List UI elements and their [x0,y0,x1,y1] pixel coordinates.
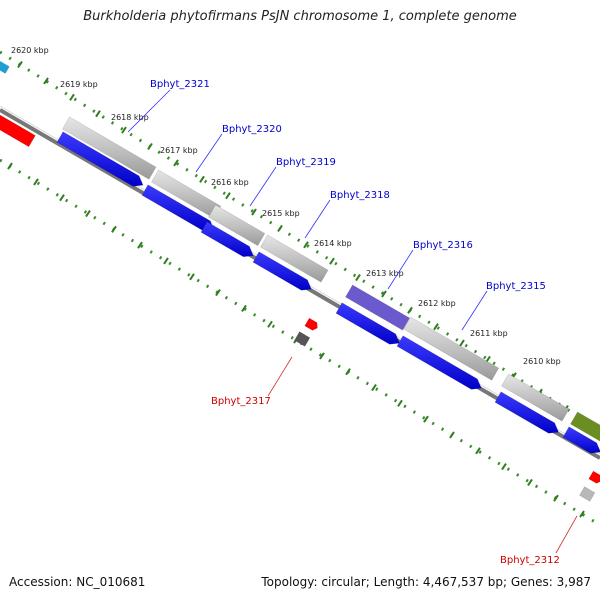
gene-label-bphyt-2321[interactable]: Bphyt_2321 [150,79,210,90]
purple-gene-segment [345,284,411,331]
label-leader [387,249,414,290]
red-feature-marker [588,470,600,484]
gray-gene-segment [62,116,157,180]
tick-dash-lower [189,273,195,281]
tick-dash-lower [345,368,351,376]
tick-dash-upper [17,61,23,69]
tick-dash-upper [329,257,335,265]
red-gene-segment [0,114,36,148]
tick-dash-lower [501,463,507,471]
forward-gene-arrow [252,251,312,291]
tick-dash-upper [69,93,75,101]
forward-gene-arrow [562,426,600,454]
cyan-gene-segment [0,60,10,74]
kbp-label: 2615 kbp [262,209,300,218]
tick-dash-upper [251,208,257,216]
tick-dash-upper [433,323,439,331]
kbp-label: 2618 kbp [111,113,149,122]
forward-gene-arrow [200,221,254,258]
tick-dash-upper [459,339,465,347]
kbp-label: 2610 kbp [523,357,561,366]
tick-dash-lower [371,383,377,392]
tick-dash-upper [121,126,127,134]
tick-dash-upper [303,241,309,249]
gene-label-bphyt-2317[interactable]: Bphyt_2317 [211,396,271,407]
gene-label-bphyt-2320[interactable]: Bphyt_2320 [222,124,282,135]
forward-gene-arrow [396,335,482,390]
label-leader [267,356,293,397]
tick-dash-lower [163,257,169,265]
label-leader [304,199,331,239]
forward-gene-arrow [494,391,559,434]
tick-dash-upper [407,306,413,314]
dark-feature-marker [294,331,311,347]
forward-gene-arrow [335,302,400,345]
tick-dash-upper [225,192,231,200]
tick-dash-lower [241,304,247,312]
tick-dash-upper [355,273,361,282]
tick-dash-lower [475,447,481,455]
gene-label-bphyt-2319[interactable]: Bphyt_2319 [276,157,336,168]
tick-dash-lower [397,399,403,407]
tick-dash-lower [33,178,39,186]
label-leader [195,133,223,173]
gene-label-bphyt-2315[interactable]: Bphyt_2315 [486,281,546,292]
tick-dash-lower [267,320,273,328]
kbp-label: 2612 kbp [418,299,456,308]
tick-dash-lower [449,431,455,439]
tick-dash-lower [59,194,65,202]
gray-gene-segment [501,373,570,422]
label-leader [249,166,277,207]
gene-label-bphyt-2316[interactable]: Bphyt_2316 [413,240,473,251]
genome-summary-text: Topology: circular; Length: 4,467,537 bp… [261,575,591,589]
tick-line-upper [0,50,600,432]
tick-dash-lower [527,478,533,486]
tick-dash-upper [147,142,153,151]
gray-gene-segment [260,234,329,283]
forward-gene-arrow [56,131,144,187]
label-leader [461,290,488,331]
tick-dash-lower [215,289,221,297]
tick-dash-upper [199,175,205,183]
gene-label-bphyt-2318[interactable]: Bphyt_2318 [330,190,390,201]
label-leader [555,515,578,554]
gray-gene-segment [403,316,500,381]
kbp-label: 2611 kbp [470,329,508,338]
tick-dash-lower [553,494,559,502]
tick-dash-upper [173,159,179,167]
accession-text: Accession: NC_010681 [9,575,146,589]
kbp-label: 2619 kbp [60,80,98,89]
gray-feature-marker [579,486,596,502]
gene-label-bphyt-2312[interactable]: Bphyt_2312 [500,555,560,566]
gray-gene-segment [208,204,266,247]
tick-dash-lower [111,225,117,233]
tick-dash-upper [381,290,387,298]
kbp-label: 2616 kbp [211,178,249,187]
kbp-label: 2617 kbp [160,146,198,155]
red-feature-marker [304,317,318,331]
tick-dash-lower [7,162,13,170]
kbp-label: 2613 kbp [366,269,404,278]
tick-dash-upper [277,224,283,232]
tick-dash-lower [85,209,91,218]
tick-dash-lower [579,510,585,518]
kbp-label: 2620 kbp [11,46,49,55]
tick-dash-lower [137,241,143,249]
tick-dash-lower [423,415,429,423]
map-title: Burkholderia phytofirmans PsJN chromosom… [83,9,517,24]
tick-dash-lower [319,352,325,360]
tick-dash-upper [95,110,101,118]
tick-dash-upper [43,77,49,85]
kbp-label: 2614 kbp [314,239,352,248]
olive-gene-segment [570,411,600,442]
label-leader [127,89,171,133]
